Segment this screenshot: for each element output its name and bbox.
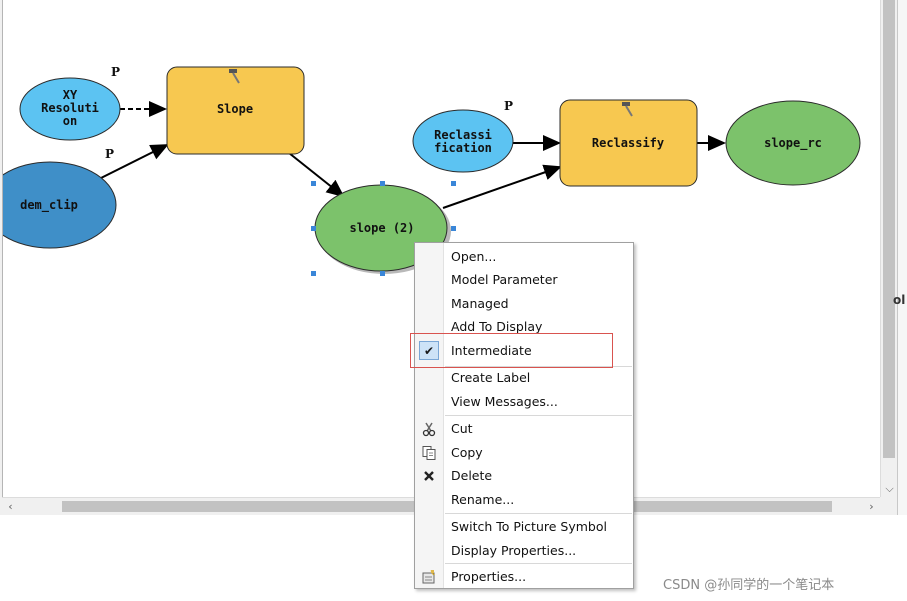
delete-x-icon: [424, 471, 434, 481]
menu-item-add-to-display[interactable]: Add To Display: [415, 316, 633, 338]
menu-separator: [445, 366, 632, 367]
menu-icon-gutter: [415, 243, 444, 588]
scroll-left-arrow-icon[interactable]: ‹: [8, 500, 13, 513]
side-panel-label: ol: [893, 293, 906, 307]
node-label-line: Reclassi: [434, 128, 492, 142]
menu-item-label: Open...: [451, 249, 497, 264]
connector-slope2-to-reclassify[interactable]: [442, 164, 562, 209]
node-label-line: Resoluti: [41, 101, 99, 115]
node-slope-rc[interactable]: slope_rc: [725, 100, 861, 186]
node-label: Slope: [217, 102, 253, 116]
menu-item-intermediate[interactable]: ✔ Intermediate: [415, 340, 633, 362]
node-label-line: XY: [63, 88, 78, 102]
node-label: dem_clip: [20, 198, 78, 213]
node-label: Reclassify: [592, 136, 664, 150]
menu-item-copy[interactable]: Copy: [415, 442, 633, 464]
parameter-marker: P: [105, 147, 114, 161]
side-panel-edge: [897, 0, 907, 530]
connector-slope-to-output[interactable]: [288, 152, 345, 198]
menu-item-label: Add To Display: [451, 319, 543, 334]
menu-item-label: Model Parameter: [451, 272, 558, 287]
menu-item-model-parameter[interactable]: Model Parameter: [415, 269, 633, 291]
hammer-icon: [229, 69, 240, 84]
menu-item-label: Rename...: [451, 492, 515, 507]
menu-item-managed[interactable]: Managed: [415, 293, 633, 315]
scroll-right-arrow-icon[interactable]: ›: [869, 500, 874, 513]
properties-icon: [422, 570, 435, 584]
connector-dem-to-slope[interactable]: [100, 144, 169, 179]
selection-handles[interactable]: [311, 181, 456, 276]
menu-separator: [445, 415, 632, 416]
node-reclassification[interactable]: Reclassi fication P: [412, 99, 514, 173]
menu-item-label: View Messages...: [451, 394, 558, 409]
menu-item-label: Create Label: [451, 370, 531, 385]
vertical-scrollbar[interactable]: ⌵: [880, 0, 898, 497]
menu-item-cut[interactable]: Cut: [415, 418, 633, 440]
node-label-line: on: [63, 114, 77, 128]
parameter-marker: P: [111, 65, 120, 79]
node-label-line: fication: [434, 141, 492, 155]
menu-item-label: Copy: [451, 445, 483, 460]
node-reclassify-tool[interactable]: Reclassify: [559, 99, 698, 187]
node-slope-tool[interactable]: Slope: [166, 66, 305, 155]
menu-item-switch-to-picture-symbol[interactable]: Switch To Picture Symbol: [415, 516, 633, 538]
copy-icon: [422, 446, 436, 460]
menu-item-label: Switch To Picture Symbol: [451, 519, 607, 534]
vertical-scroll-thumb[interactable]: [883, 0, 895, 458]
menu-item-label: Display Properties...: [451, 543, 577, 558]
menu-item-properties[interactable]: Properties...: [415, 566, 633, 588]
scrollbar-corner: [880, 497, 897, 514]
menu-separator: [445, 563, 632, 564]
node-label: slope (2): [349, 221, 414, 235]
hammer-icon: [622, 102, 633, 117]
scroll-down-arrow-icon[interactable]: ⌵: [885, 482, 894, 495]
menu-item-label: Managed: [451, 296, 509, 311]
menu-item-delete[interactable]: Delete: [415, 465, 633, 487]
context-menu: Open... Model Parameter Managed Add To D…: [414, 242, 634, 589]
parameter-marker: P: [504, 99, 513, 113]
menu-item-label: Intermediate: [451, 343, 532, 358]
checkmark-icon: ✔: [419, 341, 439, 360]
node-label: slope_rc: [764, 136, 822, 151]
node-dem-clip[interactable]: dem_clip P: [3, 147, 117, 249]
scissors-icon: [422, 422, 436, 437]
node-xy-resolution[interactable]: XY Resoluti on P: [19, 65, 121, 141]
menu-item-rename[interactable]: Rename...: [415, 489, 633, 511]
menu-separator: [445, 513, 632, 514]
menu-item-view-messages[interactable]: View Messages...: [415, 391, 633, 413]
menu-item-label: Cut: [451, 421, 473, 436]
watermark-text: CSDN @孙同学的一个笔记本: [663, 578, 835, 593]
menu-item-display-properties[interactable]: Display Properties...: [415, 540, 633, 562]
menu-item-label: Properties...: [451, 569, 527, 584]
menu-item-create-label[interactable]: Create Label: [415, 367, 633, 389]
menu-item-open[interactable]: Open...: [415, 246, 633, 268]
menu-item-label: Delete: [451, 468, 493, 483]
